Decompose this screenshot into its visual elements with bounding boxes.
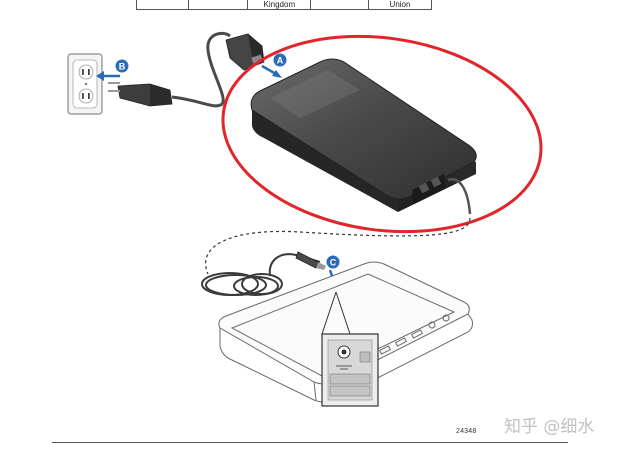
callout-c-label: C xyxy=(330,257,337,267)
ac-cord xyxy=(206,31,231,106)
figure-number: 24348 xyxy=(456,428,477,435)
rear-panel-inset xyxy=(321,333,379,407)
mini-pc-device xyxy=(218,261,473,403)
spec-table-fragment: Kingdom Union xyxy=(136,0,432,10)
watermark: 知乎 @细水 xyxy=(504,417,595,437)
table-row: Kingdom Union xyxy=(136,0,432,10)
callout-a-label: A xyxy=(277,55,284,65)
dc-cable-dashed xyxy=(205,217,471,275)
table-cell-5: Union xyxy=(368,0,432,10)
power-adapter-brick xyxy=(250,58,477,215)
c13-connector-icon xyxy=(225,33,265,71)
callout-c-badge: C xyxy=(326,255,340,269)
callout-b-label: B xyxy=(119,61,126,71)
bottom-divider xyxy=(52,442,568,443)
table-cell-1 xyxy=(136,0,189,10)
arrow-a-icon xyxy=(261,64,282,78)
table-cell-3: Kingdom xyxy=(247,0,312,10)
highlight-ellipse xyxy=(221,34,543,234)
callout-a-badge: A xyxy=(273,53,287,67)
inset-leader-lines xyxy=(321,291,351,335)
arrow-b-icon xyxy=(96,71,120,81)
callout-b-badge: B xyxy=(115,59,129,73)
dc-barrel-plug-icon xyxy=(295,251,326,270)
ac-plug-icon xyxy=(108,82,223,108)
wall-outlet-icon xyxy=(67,53,103,115)
